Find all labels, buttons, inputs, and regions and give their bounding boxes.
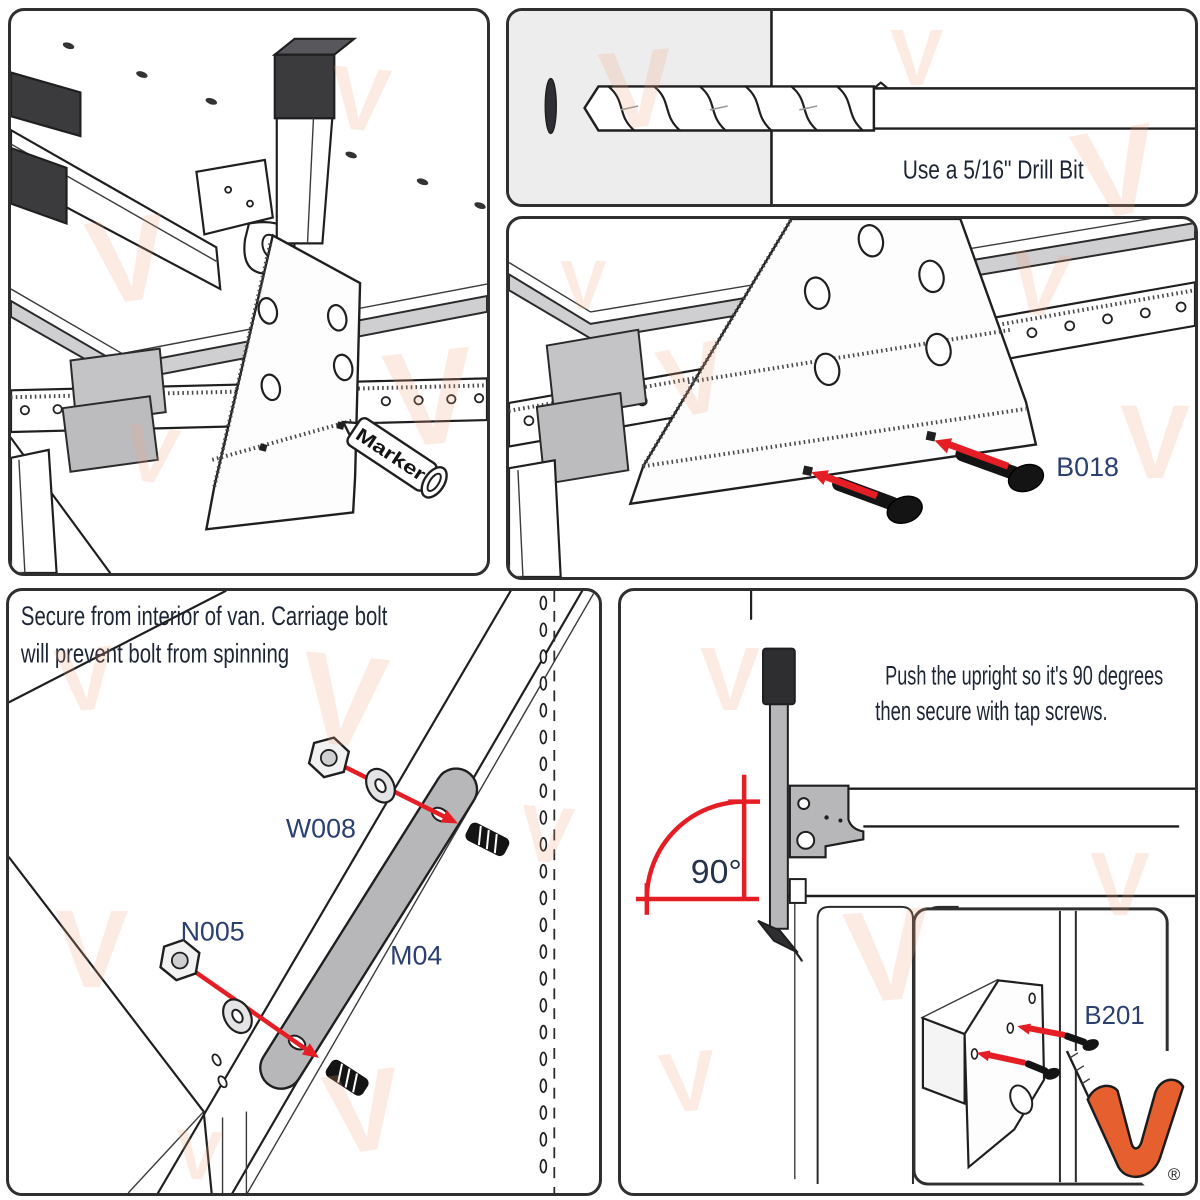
tap-screw-lower (976, 1050, 1061, 1080)
gusset-bracket (628, 219, 1038, 506)
inset-b201: B201 (912, 907, 1169, 1186)
upright-post (757, 647, 807, 962)
panel-drill-bit: Use a 5/16" Drill Bit (506, 8, 1198, 207)
angle-90-indicator: 90° (635, 774, 761, 915)
drill-caption: Use a 5/16" Drill Bit (903, 157, 1084, 185)
interior-instruction-line1: Secure from interior of van. Carriage bo… (21, 601, 388, 631)
part-label-m04: M04 (390, 941, 442, 971)
crossbar (11, 71, 222, 291)
angle-label: 90° (691, 853, 742, 891)
upright-instruction-line2: then secure with tap screws. (875, 696, 1107, 726)
backing-plate-m04 (259, 767, 479, 1090)
part-label-b201: B201 (1084, 1002, 1144, 1030)
carriage-bolts-illustration: B018 (509, 219, 1195, 577)
upper-bolt-stack (307, 736, 510, 857)
part-label-b018: B018 (1056, 452, 1119, 482)
panel-interior-hardware: W008 N005 M04 Secure from interior of va… (6, 588, 602, 1196)
panel-upright-90: 90° Push the upright so it's 90 degrees … (618, 588, 1198, 1196)
panel-carriage-bolts: B018 (506, 216, 1198, 580)
drill-bit-illustration: Use a 5/16" Drill Bit (509, 11, 1195, 204)
gusset-bracket (204, 233, 362, 531)
upright-instruction-line1: Push the upright so it's 90 degrees (885, 660, 1163, 690)
drill-bit (583, 81, 1195, 132)
van-interior-walls (9, 591, 227, 1193)
part-label-n005: N005 (181, 917, 245, 947)
registered-mark: ® (1168, 1165, 1181, 1184)
van-body-corner (11, 436, 112, 573)
van-body-corner (509, 459, 562, 577)
interior-illustration: W008 N005 M04 Secure from interior of va… (9, 591, 596, 1193)
interior-instruction-line2: will prevent bolt from spinning (20, 639, 289, 669)
carriage-bolt-stud (465, 822, 510, 857)
carriage-bolt-lower (811, 470, 923, 525)
rivet-line (539, 591, 556, 1193)
hex-nut (307, 736, 351, 779)
lower-bolt-stack (159, 938, 369, 1096)
tap-screw-upper (1017, 1023, 1099, 1051)
rail-side-view (848, 787, 1195, 828)
bracket-side-face (921, 1016, 966, 1106)
mounting-blocks (535, 328, 648, 486)
upright-illustration: 90° Push the upright so it's 90 degrees … (635, 591, 1195, 1190)
part-label-w008: W008 (286, 813, 356, 843)
drilled-hole (544, 77, 557, 135)
brand-v-logo (1086, 1078, 1185, 1179)
upright-bracket-plate (788, 784, 865, 859)
roof-hole-marks (62, 42, 486, 209)
carriage-bolt-stud (325, 1059, 369, 1096)
panel-mark-holes: Marker (8, 8, 490, 576)
mark-holes-illustration: Marker (11, 37, 487, 573)
mounting-blocks (61, 347, 167, 473)
upright-post (271, 37, 358, 245)
carriage-bolt-upper (934, 438, 1045, 493)
brand-logo: ® (1065, 1050, 1195, 1190)
hex-nut (159, 938, 201, 982)
